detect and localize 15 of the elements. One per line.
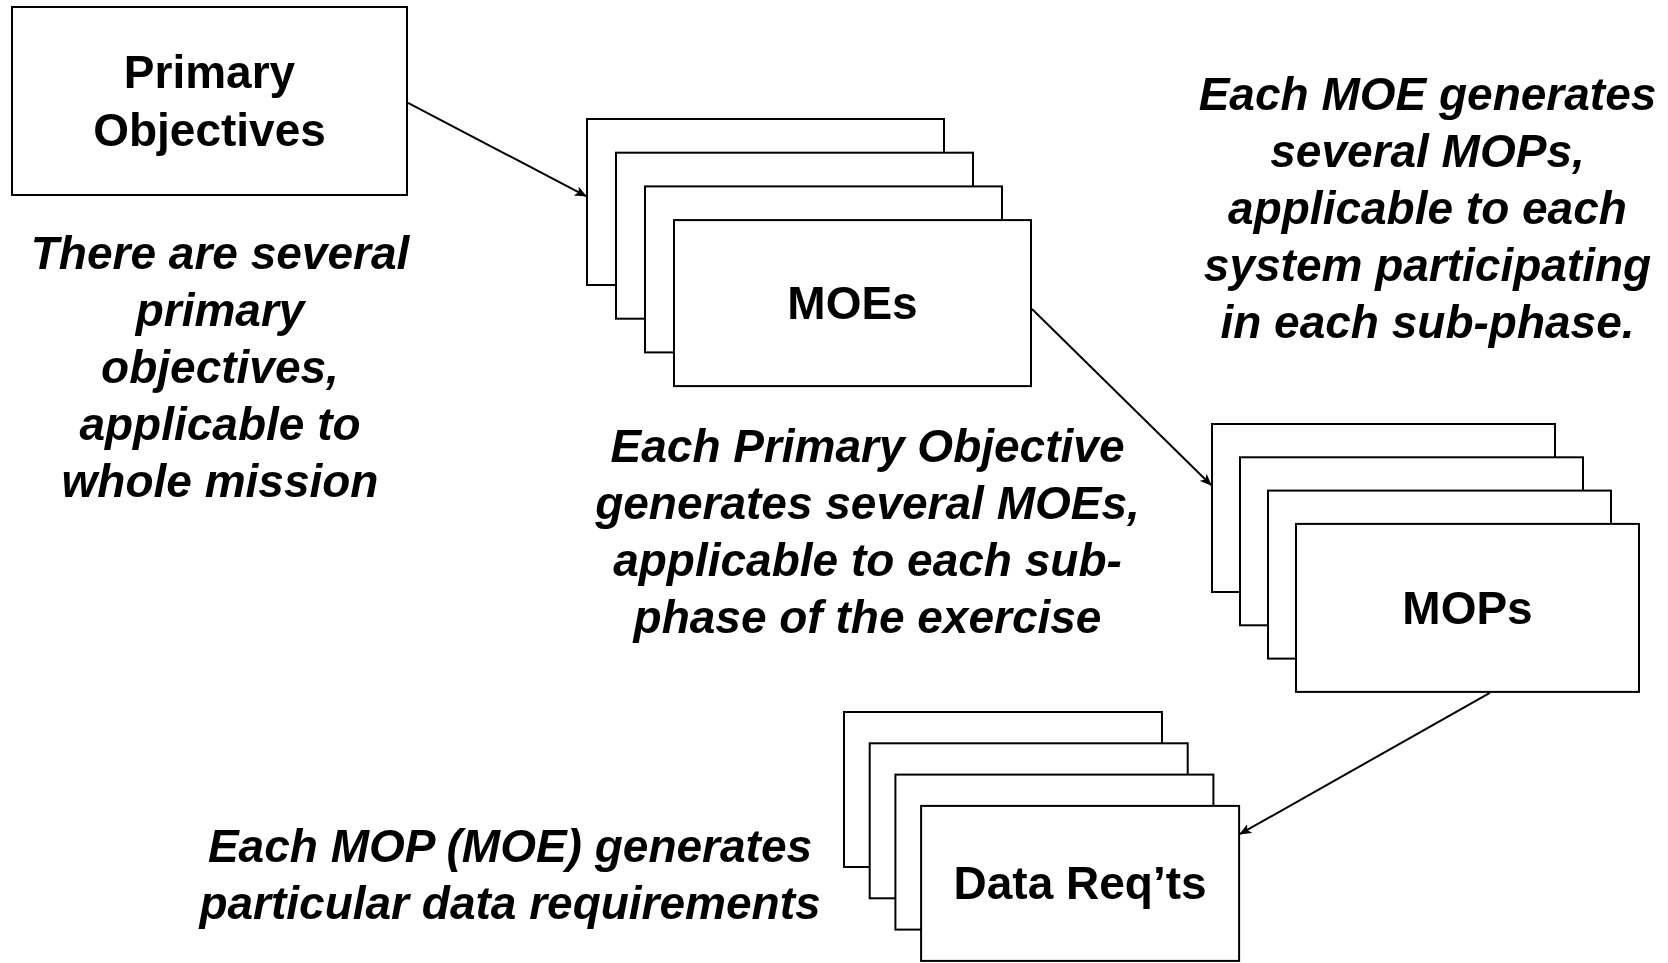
node-label: Primary Objectives bbox=[92, 45, 327, 158]
arrow bbox=[1239, 691, 1491, 835]
annotation-text: Each MOE generates several MOPs, applicable to each system participating in each sub-phase. bbox=[1197, 67, 1658, 350]
document-stack bbox=[586, 118, 1032, 388]
document-stack bbox=[1211, 423, 1640, 693]
document-stack bbox=[843, 711, 1241, 962]
annotation-text: There are several primary objectives, applicable to whole mission bbox=[29, 226, 411, 509]
arrow bbox=[1031, 308, 1212, 487]
node-label: Data Req’ts bbox=[953, 856, 1207, 912]
annotation-text: Each Primary Objective generates several MOEs, applicable to each sub-phase of the exercise bbox=[595, 419, 1140, 645]
node-label: MOPs bbox=[1402, 580, 1533, 636]
arrow bbox=[407, 101, 587, 198]
annotation-text: Each MOP (MOE) generates particular data requirements bbox=[197, 819, 822, 931]
process-box bbox=[11, 6, 408, 196]
node-label: MOEs bbox=[787, 276, 918, 332]
